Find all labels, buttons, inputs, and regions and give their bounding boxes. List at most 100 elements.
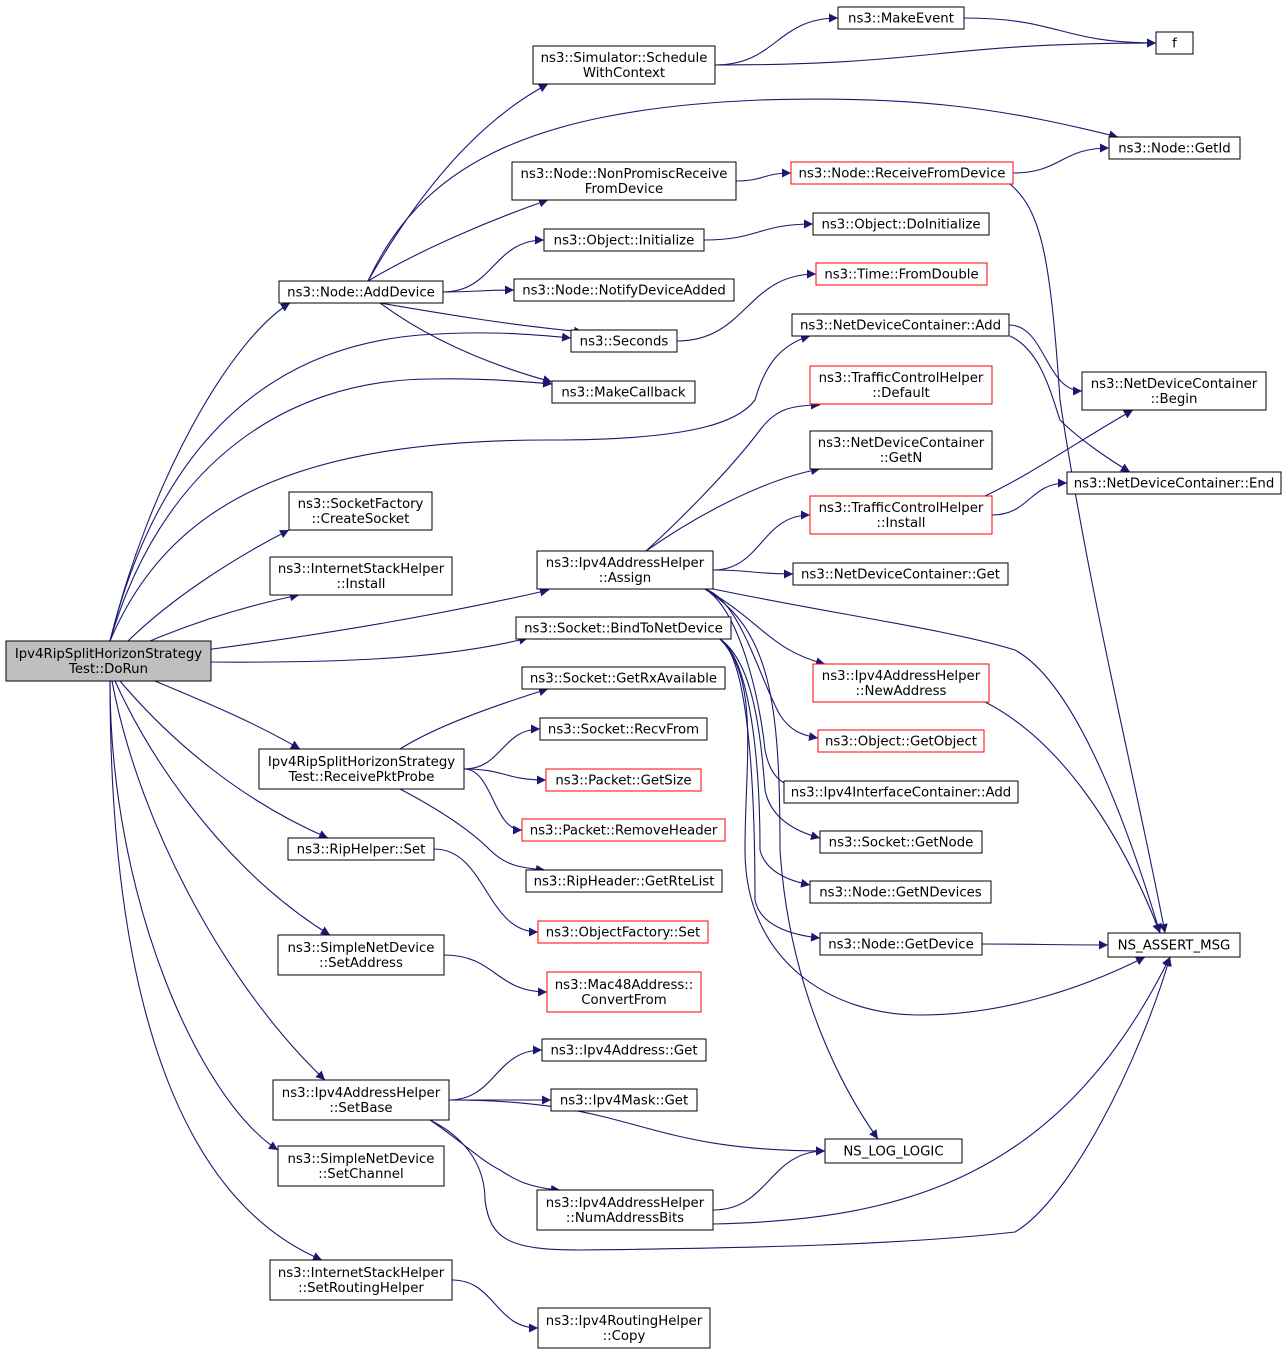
edge-sock_bind-to-ns_assert_msg: [719, 638, 1146, 1016]
node-label: WithContext: [583, 66, 665, 81]
node-ndc_getn[interactable]: ns3::NetDeviceContainer::GetN: [809, 430, 993, 470]
node-ish_install[interactable]: ns3::InternetStackHelper::Install: [269, 556, 453, 596]
edge-sched_ctx-to-f: [714, 38, 1157, 66]
node-box: [537, 920, 709, 944]
edge-root-to-sock_bind: [204, 635, 529, 663]
node-ns_log_logic[interactable]: NS_LOG_LOGIC: [824, 1138, 963, 1164]
node-ndc_add[interactable]: ns3::NetDeviceContainer::Add: [791, 313, 1010, 337]
node-add_device[interactable]: ns3::Node::AddDevice: [278, 280, 444, 304]
node-seconds[interactable]: ns3::Seconds: [570, 329, 678, 353]
edge-add_device-to-sched_ctx: [367, 83, 549, 282]
node-box: [1107, 932, 1241, 958]
node-sock_bind[interactable]: ns3::Socket::BindToNetDevice: [515, 616, 732, 640]
node-box: [812, 663, 990, 703]
node-ns_assert_msg[interactable]: NS_ASSERT_MSG: [1107, 932, 1241, 958]
node-make_callback[interactable]: ns3::MakeCallback: [551, 380, 696, 404]
node-box: [539, 717, 708, 741]
node-ripheader_getrtelist[interactable]: ns3::RipHeader::GetRteList: [525, 869, 723, 893]
node-iah_newaddr[interactable]: ns3::Ipv4AddressHelper::NewAddress: [812, 663, 990, 703]
node-snd_setchannel[interactable]: ns3::SimpleNetDevice::SetChannel: [277, 1145, 445, 1187]
node-box: [277, 1145, 445, 1187]
edge-root-to-ish_setroutinghelper: [109, 680, 323, 1261]
node-box: [513, 278, 735, 302]
edge-tch_install-to-ndc_end: [991, 478, 1068, 516]
node-snd_setaddress[interactable]: ns3::SimpleNetDevice::SetAddress: [277, 934, 445, 976]
node-box: [277, 934, 445, 976]
node-node_getid[interactable]: ns3::Node::GetId: [1108, 136, 1241, 160]
edge-obj_init-to-obj_doinit: [703, 219, 814, 241]
node-notify_dev_added[interactable]: ns3::Node::NotifyDeviceAdded: [513, 278, 735, 302]
node-label: ns3::Packet::GetSize: [555, 774, 691, 789]
node-f[interactable]: f: [1155, 31, 1194, 55]
node-box: [288, 491, 433, 531]
edge-iah_numaddrbits-to-ns_assert_msg: [712, 956, 1171, 1225]
node-time_fromdouble[interactable]: ns3::Time::FromDouble: [815, 262, 988, 286]
node-box: [809, 430, 993, 470]
node-box: [809, 365, 993, 405]
node-label: ns3::ObjectFactory::Set: [546, 926, 700, 941]
edge-iah_setbase-to-iah_numaddrbits: [429, 1119, 561, 1194]
node-box: [1066, 471, 1282, 495]
node-label: ns3::Node::GetId: [1118, 142, 1231, 157]
node-iah_setbase[interactable]: ns3::Ipv4AddressHelper::SetBase: [272, 1079, 450, 1121]
node-sf_createsocket[interactable]: ns3::SocketFactory::CreateSocket: [288, 491, 433, 531]
node-layer: Ipv4RipSplitHorizonStrategyTest::DoRunns…: [5, 6, 1282, 1349]
node-label: ns3::NetDeviceContainer: [1091, 377, 1258, 392]
node-mac48_convertfrom[interactable]: ns3::Mac48Address::ConvertFrom: [546, 971, 702, 1013]
node-label: ns3::TrafficControlHelper: [819, 371, 984, 386]
node-recv_pkt_probe[interactable]: Ipv4RipSplitHorizonStrategyTest::Receive…: [258, 748, 465, 790]
node-ipv4mask_get[interactable]: ns3::Ipv4Mask::Get: [550, 1088, 698, 1112]
node-box: [812, 212, 990, 236]
node-tch_install[interactable]: ns3::TrafficControlHelper::Install: [809, 495, 993, 535]
edge-recv_pkt_probe-to-ripheader_getrtelist: [399, 788, 546, 874]
edge-root-to-iah_assign: [204, 587, 550, 651]
node-obj_init[interactable]: ns3::Object::Initialize: [543, 228, 705, 252]
node-box: [817, 729, 985, 753]
node-iic_add[interactable]: ns3::Ipv4InterfaceContainer::Add: [783, 780, 1019, 804]
edge-recv_pkt_probe-to-pkt_getsize: [463, 768, 547, 785]
node-ndc_begin[interactable]: ns3::NetDeviceContainer::Begin: [1081, 371, 1267, 411]
node-irh_copy[interactable]: ns3::Ipv4RoutingHelper::Copy: [537, 1307, 711, 1349]
node-label: ns3::Node::GetDevice: [828, 938, 974, 953]
node-recv_from_dev[interactable]: ns3::Node::ReceiveFromDevice: [790, 161, 1014, 185]
node-obj_doinit[interactable]: ns3::Object::DoInitialize: [812, 212, 990, 236]
node-label: ns3::Ipv4AddressHelper: [282, 1086, 441, 1101]
node-box: [824, 1138, 963, 1164]
node-label: ns3::Simulator::Schedule: [541, 51, 708, 66]
edge-add_device-to-seconds: [379, 302, 584, 336]
node-sock_recvfrom[interactable]: ns3::Socket::RecvFrom: [539, 717, 708, 741]
node-node_getdevice[interactable]: ns3::Node::GetDevice: [819, 932, 983, 956]
node-sock_getnode[interactable]: ns3::Socket::GetNode: [819, 830, 983, 854]
node-ndc_end[interactable]: ns3::NetDeviceContainer::End: [1066, 471, 1282, 495]
node-pkt_getsize[interactable]: ns3::Packet::GetSize: [545, 768, 702, 792]
node-iah_assign[interactable]: ns3::Ipv4AddressHelper::Assign: [536, 550, 714, 590]
node-pkt_removeheader[interactable]: ns3::Packet::RemoveHeader: [521, 818, 726, 842]
edge-root-to-snd_setchannel: [109, 680, 279, 1151]
node-label: ns3::Ipv4AddressHelper: [546, 1196, 705, 1211]
node-label: ns3::InternetStackHelper: [278, 1266, 445, 1281]
edge-add_device-to-node_getid: [367, 98, 1119, 282]
node-tch_default[interactable]: ns3::TrafficControlHelper::Default: [809, 365, 993, 405]
node-objfactory_set[interactable]: ns3::ObjectFactory::Set: [537, 920, 709, 944]
edge-recv_pkt_probe-to-pkt_removeheader: [463, 768, 523, 835]
node-box: [278, 280, 444, 304]
node-obj_getobject[interactable]: ns3::Object::GetObject: [817, 729, 985, 753]
node-box: [1108, 136, 1241, 160]
edge-iah_assign-to-ns_assert_msg: [712, 588, 1162, 934]
node-ndc_get[interactable]: ns3::NetDeviceContainer::Get: [792, 562, 1009, 586]
node-ish_setroutinghelper[interactable]: ns3::InternetStackHelper::SetRoutingHelp…: [269, 1259, 453, 1301]
node-box: [1081, 371, 1267, 411]
node-riphelper_set[interactable]: ns3::RipHelper::Set: [287, 837, 435, 861]
node-node_getndevices[interactable]: ns3::Node::GetNDevices: [809, 880, 992, 904]
node-label: ::SetAddress: [319, 956, 403, 971]
node-label: f: [1172, 37, 1177, 52]
node-make_event[interactable]: ns3::MakeEvent: [837, 6, 965, 30]
node-box: [543, 228, 705, 252]
node-ipv4addr_get[interactable]: ns3::Ipv4Address::Get: [541, 1038, 707, 1062]
node-sock_rxavail[interactable]: ns3::Socket::GetRxAvailable: [521, 666, 726, 690]
node-iah_numaddrbits[interactable]: ns3::Ipv4AddressHelper::NumAddressBits: [536, 1189, 714, 1231]
node-box: [258, 748, 465, 790]
